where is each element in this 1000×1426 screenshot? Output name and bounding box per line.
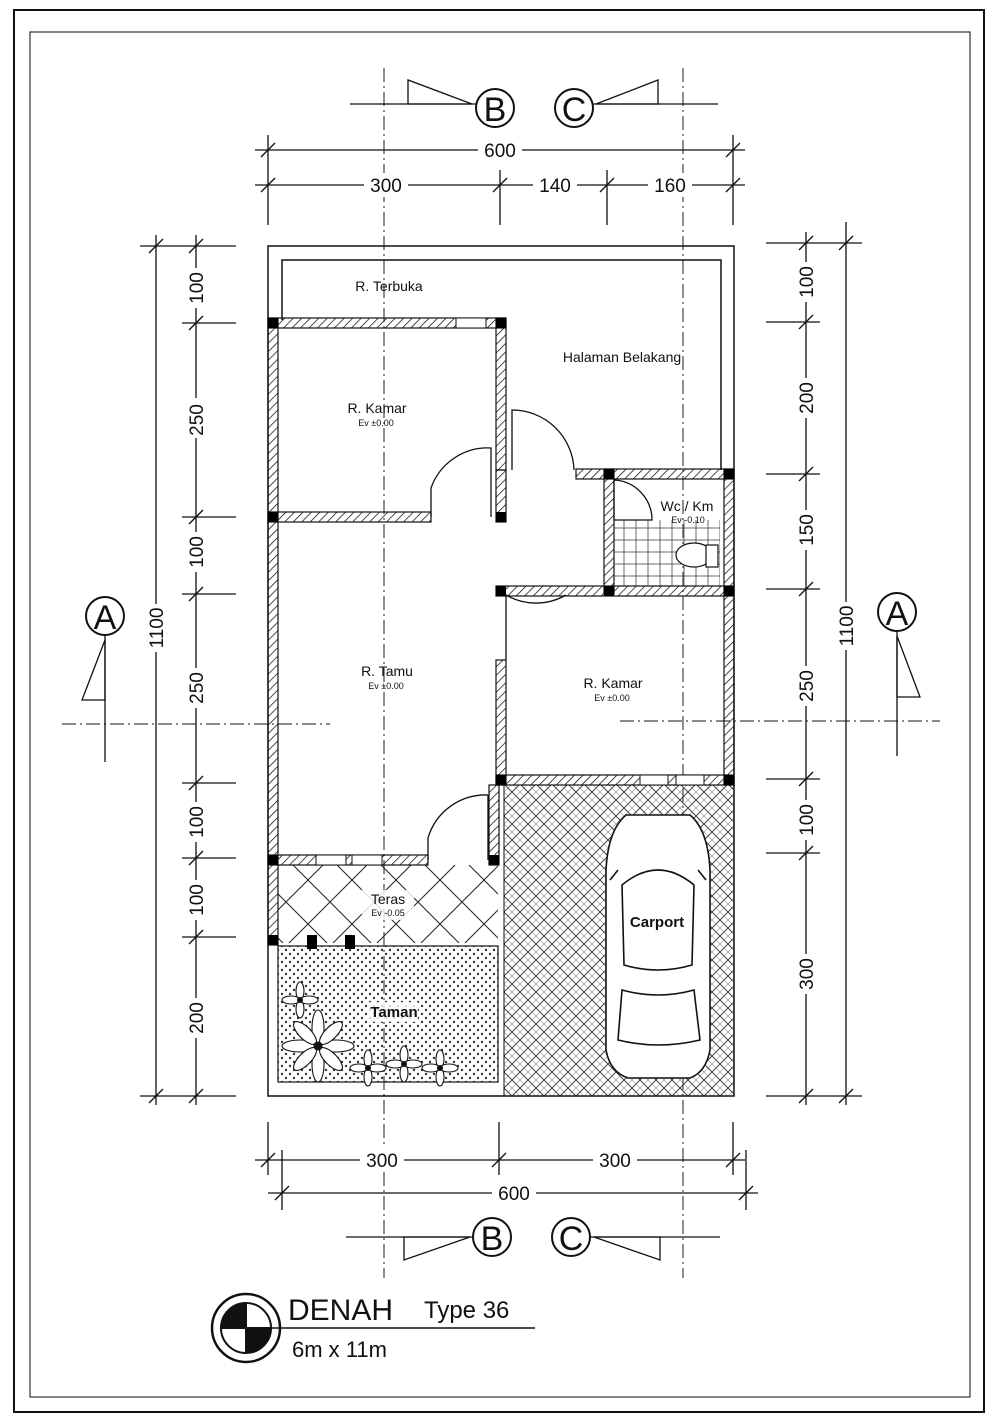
- dim-top-c: 160: [654, 176, 686, 197]
- doors: [427, 409, 653, 860]
- dim-left-3: 100: [187, 536, 208, 568]
- title-main: DENAH: [288, 1294, 393, 1327]
- room-elev-kamar-1: Ev ±0.00: [358, 418, 393, 428]
- room-label-kamar-2: R. Kamar: [583, 675, 642, 691]
- section-label-a-right: A: [886, 595, 909, 633]
- room-label-carport: Carport: [630, 914, 684, 931]
- dim-right-2: 200: [797, 382, 818, 414]
- room-label-taman: Taman: [370, 1004, 417, 1021]
- toilet-fixture: [675, 542, 719, 568]
- title-size: 6m x 11m: [292, 1337, 387, 1362]
- section-label-b-bottom: B: [481, 1220, 504, 1258]
- title-type: Type 36: [424, 1297, 509, 1324]
- title-block: DENAH Type 36 6m x 11m: [210, 1292, 535, 1364]
- section-marker-a-right: A: [877, 592, 921, 756]
- garden-plants: [281, 981, 459, 1087]
- dim-left-7: 200: [187, 1002, 208, 1034]
- columns: [268, 318, 734, 949]
- room-label-tamu: R. Tamu: [361, 663, 413, 679]
- dim-left-2: 250: [187, 404, 208, 436]
- room-label-teras: Teras: [371, 891, 405, 907]
- room-elev-tamu: Ev ±0.00: [368, 681, 403, 691]
- dim-top-a: 300: [370, 176, 402, 197]
- dim-left-6: 100: [187, 884, 208, 916]
- section-marker-b-top: B: [350, 79, 515, 129]
- sheet-frame: [13, 9, 985, 1413]
- dim-right-3: 150: [797, 514, 818, 546]
- dim-right-5: 100: [797, 804, 818, 836]
- dim-top-b: 140: [539, 176, 571, 197]
- room-label-terbuka: R. Terbuka: [355, 278, 423, 294]
- section-label-a-left: A: [94, 599, 117, 637]
- section-marker-b-bottom: B: [346, 1217, 512, 1261]
- room-elev-wc: Ev -0.10: [671, 515, 705, 525]
- windows: [315, 317, 705, 866]
- dim-right-total: 1100: [837, 606, 858, 647]
- section-label-c-bottom: C: [559, 1220, 584, 1258]
- dim-right-6: 300: [797, 958, 818, 990]
- section-marker-c-top: C: [554, 79, 718, 129]
- car-outline: [605, 814, 711, 1079]
- dim-bottom-b: 300: [599, 1151, 631, 1172]
- section-marker-c-bottom: C: [551, 1217, 720, 1261]
- dim-left-total: 1100: [147, 608, 168, 649]
- section-label-c-top: C: [562, 91, 587, 129]
- dim-right-4: 250: [797, 670, 818, 702]
- dim-top-total: 600: [484, 141, 516, 162]
- room-label-kamar-1: R. Kamar: [347, 400, 406, 416]
- dim-left-1: 100: [187, 272, 208, 304]
- room-elev-kamar-2: Ev ±0.00: [594, 693, 629, 703]
- dim-bottom-a: 300: [366, 1151, 398, 1172]
- section-marker-a-left: A: [81, 596, 125, 762]
- dim-left-4: 250: [187, 672, 208, 704]
- dim-bottom-total: 600: [498, 1184, 530, 1205]
- dim-left-5: 100: [187, 806, 208, 838]
- room-label-wc: Wc / Km: [661, 498, 714, 514]
- room-elev-teras: Ev -0.05: [371, 908, 405, 918]
- room-label-halaman: Halaman Belakang: [563, 349, 681, 365]
- section-label-b-top: B: [484, 91, 507, 129]
- dim-right-1: 100: [797, 266, 818, 298]
